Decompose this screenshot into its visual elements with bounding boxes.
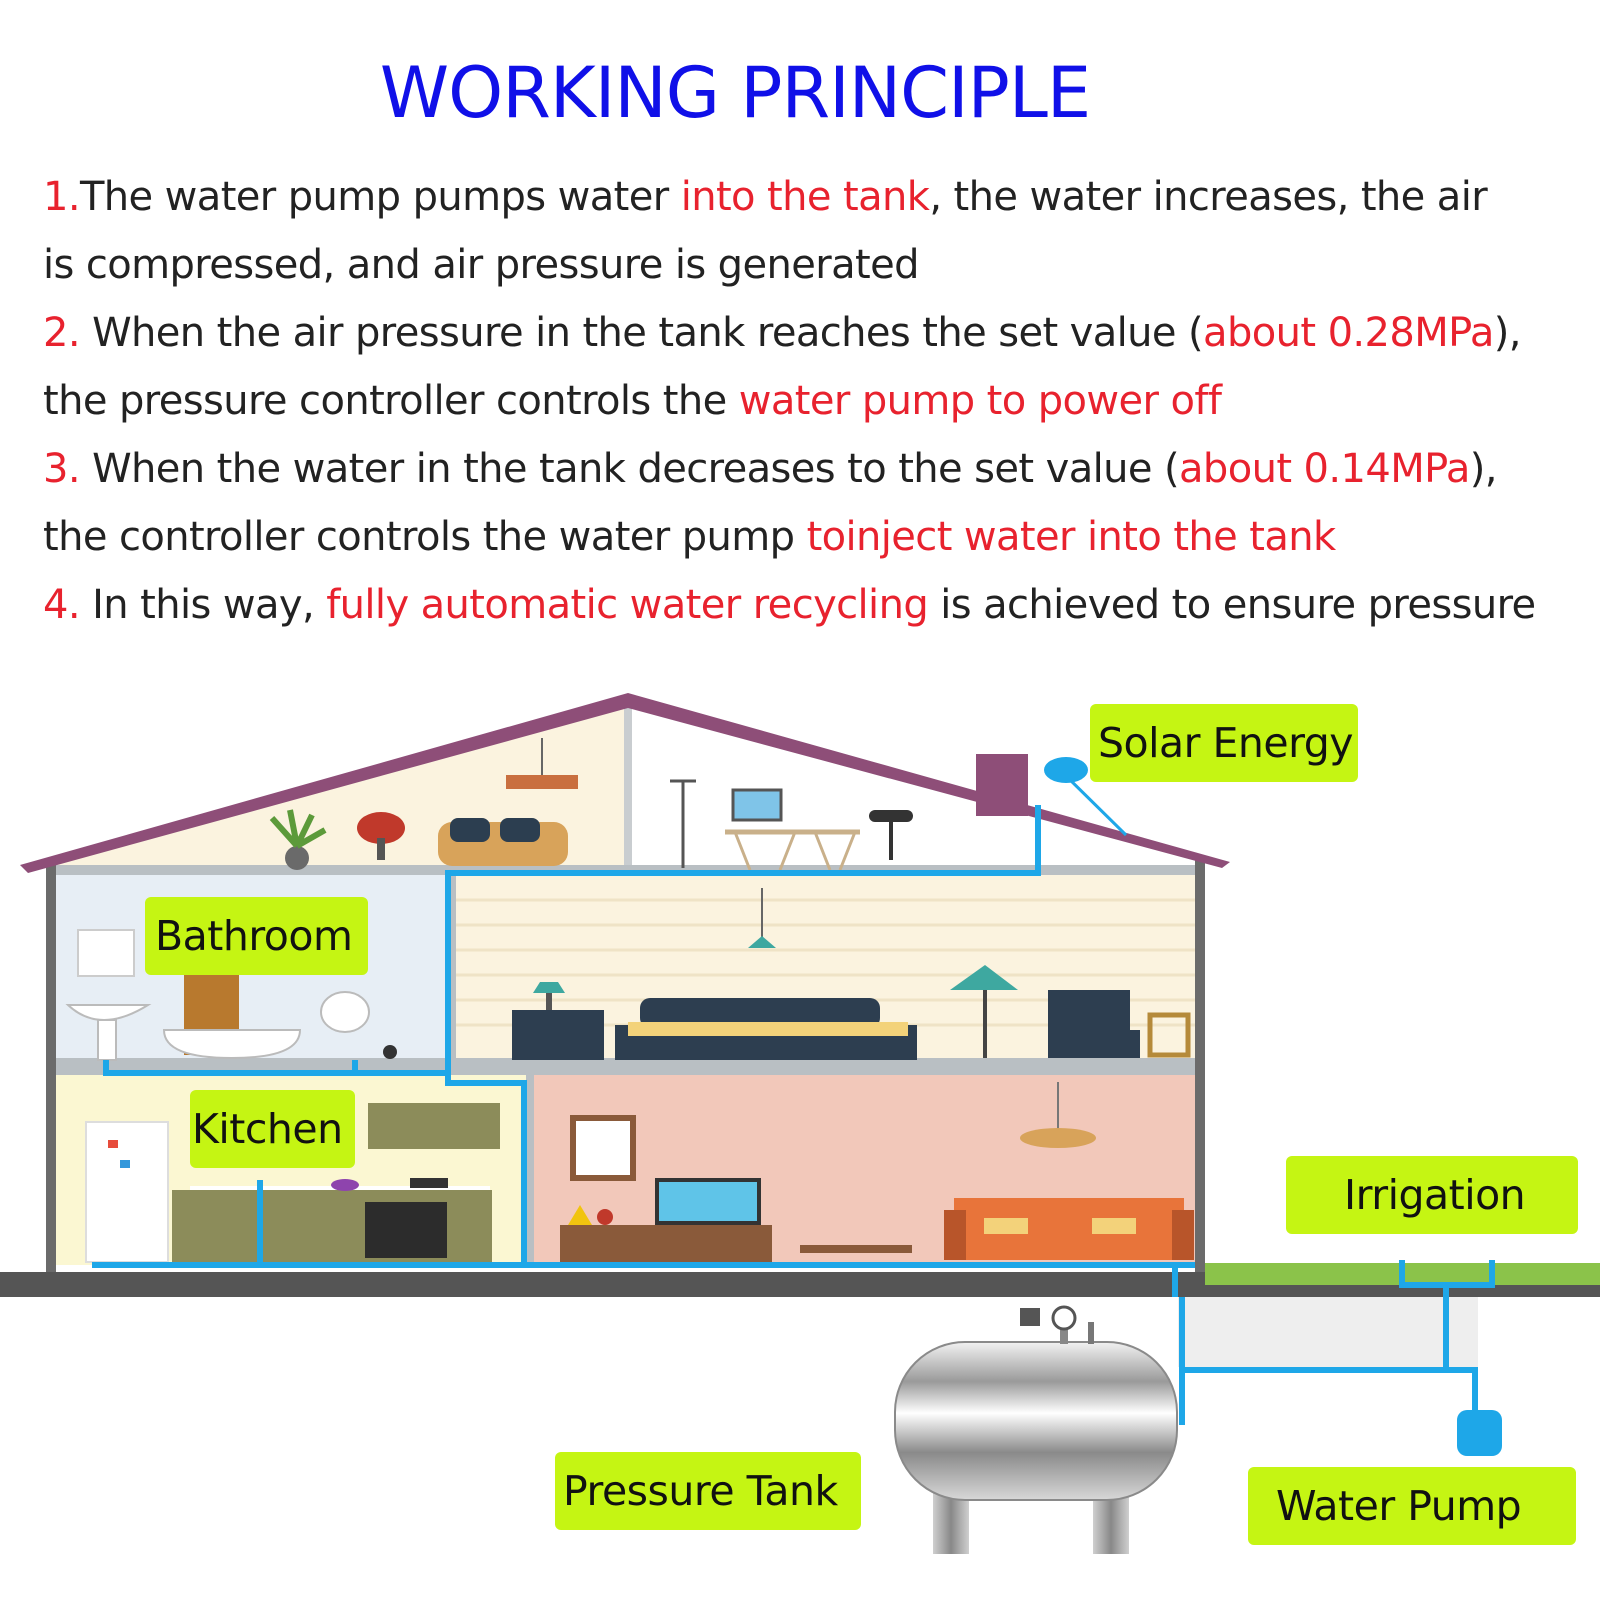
step-1-line-1: 1.The water pump pumps water into the ta… [43,174,1488,220]
water-pipes [92,768,1495,1425]
ground [0,1263,1600,1367]
highlight-text: about 0.28MPa [1203,310,1494,356]
step-text: In this way, [79,582,327,628]
label-bathroom: Bathroom [145,897,368,975]
step-2-line-1: 2. When the air pressure in the tank rea… [43,310,1522,356]
step-text: is compressed, and air pressure is gener… [43,242,919,288]
step-text: ), [1469,446,1498,492]
water-pump [1457,1410,1502,1456]
highlight-text: water pump to power off [738,378,1222,424]
label-solar-energy: Solar Energy [1090,704,1358,782]
page-title: WORKING PRINCIPLE [379,52,1091,134]
step-4-line-1: 4. In this way, fully automatic water re… [43,582,1536,628]
label-irrigation: Irrigation [1286,1156,1578,1234]
step-text: is achieved to ensure pressure [928,582,1536,628]
step-text: When the water in the tank decreases to … [79,446,1180,492]
step-3-line-2: the controller controls the water pump t… [43,514,1336,560]
highlight-text: about 0.14MPa [1179,446,1470,492]
step-text: The water pump pumps water [79,174,681,220]
highlight-text: fully automatic water recycling [326,582,929,628]
label-pressure-tank: Pressure Tank [555,1452,861,1530]
kitchen-furniture [85,1103,500,1263]
bedroom-furniture [512,888,1191,1060]
step-3-line-1: 3. When the water in the tank decreases … [43,446,1497,492]
pressure-tank [894,1305,1178,1554]
highlight-text: 4. [43,582,81,628]
label-water-pump: Water Pump [1248,1467,1576,1545]
step-text: When the air pressure in the tank reache… [79,310,1204,356]
highlight-text: toinject water into the tank [806,514,1337,560]
step-text: the controller controls the water pump [43,514,807,560]
roof [20,693,1230,873]
step-text: , the water increases, the air [929,174,1488,220]
highlight-text: 3. [43,446,81,492]
highlight-text: 1. [43,174,81,220]
livingroom-furniture [560,1082,1194,1262]
step-2-line-2: the pressure controller controls the wat… [43,378,1222,424]
highlight-text: 2. [43,310,81,356]
step-text: the pressure controller controls the [43,378,739,424]
highlight-text: into the tank [680,174,930,220]
step-text: ), [1493,310,1522,356]
solar-heater [1044,757,1088,783]
attic-furniture [269,738,913,871]
step-1-line-2: is compressed, and air pressure is gener… [43,242,919,288]
label-kitchen: Kitchen [190,1090,355,1168]
